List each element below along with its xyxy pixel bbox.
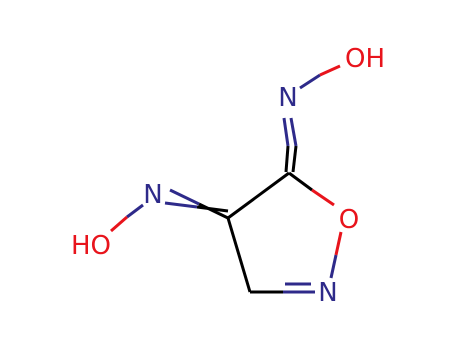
atom-n-top: N (278, 83, 297, 113)
bond-n-oh-left-o (110, 215, 128, 233)
bond-c5-n-top-c (284, 145, 290, 173)
bond-n-oh-top-n (299, 73, 321, 90)
atom-oh-top: OH (345, 44, 385, 74)
bond-o-n-ring-n (329, 254, 338, 279)
bond-c3-c4 (226, 217, 252, 293)
atom-o-ring: O (339, 205, 359, 235)
bond-c4-n-left-b-n (169, 188, 200, 206)
bond-n-oh-left-n (126, 203, 144, 219)
atom-labels: N OH N HO O N (71, 44, 385, 308)
bond-n-oh-top-o (319, 64, 341, 77)
atom-n-left: N (143, 180, 162, 210)
bond-c5-o-ring-c (288, 171, 313, 192)
bond-c5-n-top-b (289, 117, 298, 147)
atom-ho-left: HO (71, 231, 111, 261)
bond-c4-n-left-b-c (198, 202, 229, 220)
bond-c5-n-top-d (291, 145, 298, 173)
bond-c5-o-ring-o (311, 188, 335, 207)
bond-c4-n-left-a-n (164, 201, 198, 209)
bonds (110, 64, 343, 294)
bond-c4-c5 (227, 171, 290, 220)
bond-o-n-ring-o (334, 231, 343, 256)
bond-c5-n-top-a (282, 117, 290, 147)
atom-n-ring: N (318, 278, 337, 308)
